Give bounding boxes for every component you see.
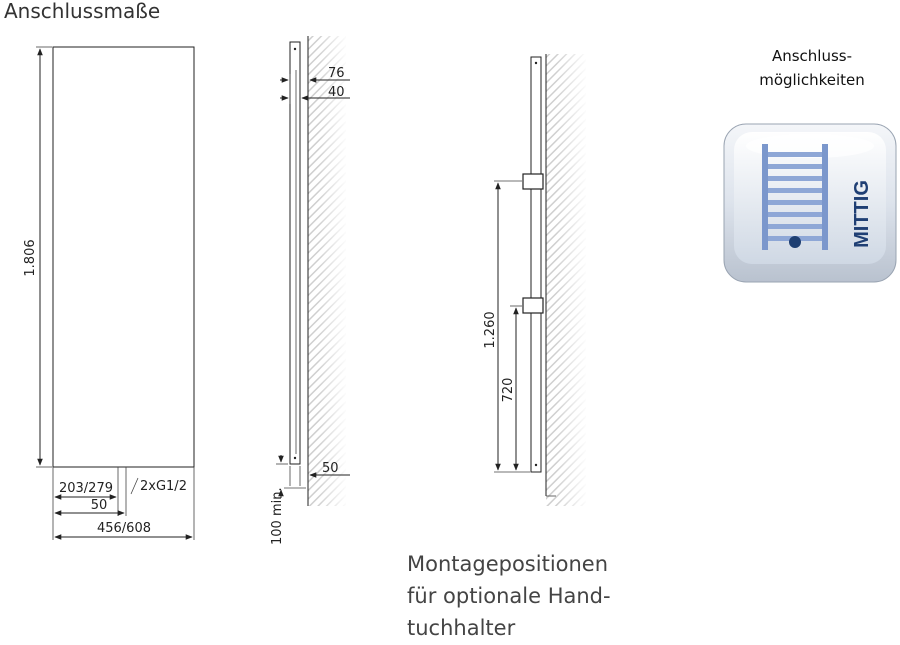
floor-clearance-label: 100 min. (270, 487, 285, 545)
mounting-caption: Montagepositionen für optionale Hand- tu… (407, 548, 611, 644)
radiator-ladder-icon (762, 144, 828, 250)
front-view: 1.806 203/279 2xG1/2 50 456/608 (23, 46, 195, 540)
spacing-dimension-label: 50 (91, 498, 108, 513)
width-dimension-label: 456/608 (97, 521, 151, 536)
offset-dimension-label: 203/279 (59, 481, 113, 496)
wall-bottom-offset-label: 50 (322, 461, 339, 476)
caption-line-1: Montagepositionen (407, 552, 609, 576)
radiator-front-panel (52, 46, 195, 468)
radiator-side-profile-2 (530, 56, 542, 473)
side-view: 76 40 50 100 min. (270, 36, 350, 545)
towel-holder-lower (522, 297, 544, 314)
depth-inner-label: 40 (328, 85, 345, 100)
depth-outer-label: 76 (328, 66, 345, 81)
holder-lower-label: 720 (501, 378, 516, 403)
height-dimension-label: 1.806 (23, 239, 38, 276)
badge-text: MITTIG (851, 180, 873, 248)
caption-line-2: für optionale Hand- (407, 584, 611, 608)
page-title: Anschlussmaße (4, 0, 161, 23)
connection-dot-icon (789, 236, 801, 248)
towel-holder-upper (522, 173, 544, 190)
connection-options-label: Anschluss- möglichkeiten (712, 44, 900, 92)
connection-options-label-line-2: möglichkeiten (759, 71, 865, 89)
caption-line-3: tuchhalter (407, 616, 516, 640)
radiator-side-profile (289, 41, 301, 465)
holder-upper-label: 1.260 (483, 311, 498, 348)
mounting-positions-view: 1.260 720 (483, 54, 588, 506)
thread-label: 2xG1/2 (140, 479, 187, 494)
connection-options-label-line-1: Anschluss- (771, 47, 853, 65)
center-connection-badge: MITTIG (723, 123, 897, 283)
